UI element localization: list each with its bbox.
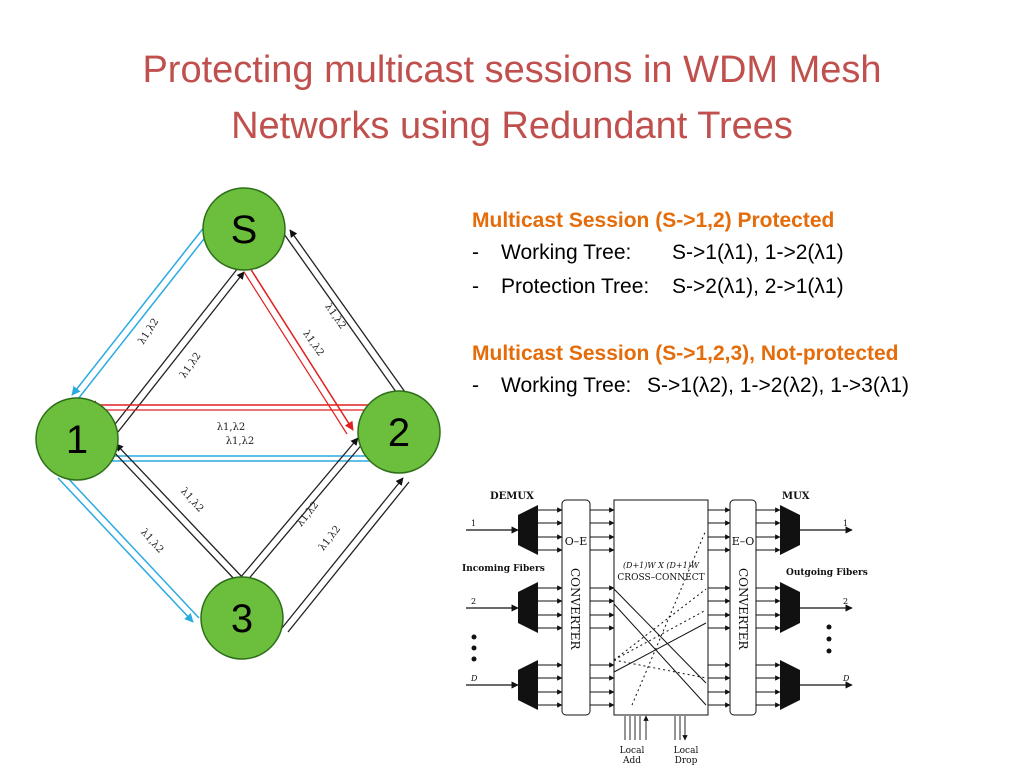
link-s-2-protection	[243, 267, 354, 435]
cross-connect-paths	[613, 529, 707, 706]
link-label-1-2-top: λ1,λ2	[217, 422, 246, 433]
node-3: 3	[200, 576, 284, 660]
out-port-d: D	[842, 674, 850, 683]
mux-block-1	[780, 505, 800, 555]
link-label-s-1-inner: λ1,λ2	[178, 351, 203, 381]
slide-title: Protecting multicast sessions in WDM Mes…	[0, 42, 1024, 154]
link-1-3-working	[57, 473, 200, 623]
oxc-diagram: DEMUX MUX Incoming Fibers Outgoing Fiber…	[462, 491, 868, 766]
oe-label: O–E	[565, 535, 588, 548]
cross-connect	[613, 499, 709, 716]
link-label-s-1-outer: λ1,λ2	[137, 317, 162, 347]
link-label-1-2-bottom: λ1,λ2	[226, 436, 255, 447]
eo-label: E–O	[732, 535, 755, 548]
session-1-working-tree: -Working Tree:S->1(λ1), 1->2(λ1)	[472, 236, 1012, 270]
demux-block-1	[518, 505, 538, 555]
demux-block-d	[518, 660, 538, 710]
local-drop-label-2: Drop	[675, 756, 698, 766]
link-label-1-3-outer: λ1,λ2	[138, 527, 165, 556]
title-line-2: Networks using Redundant Trees	[231, 105, 793, 147]
mux-block-2	[780, 582, 800, 633]
local-drop-label-1: Local	[674, 746, 699, 756]
session-notes: Multicast Session (S->1,2) Protected -Wo…	[472, 205, 1012, 403]
session-1-working-label: Working Tree:	[501, 241, 632, 264]
incoming-fibers-label: Incoming Fibers	[462, 564, 545, 574]
demux-label: DEMUX	[490, 491, 534, 502]
in-port-d: D	[470, 674, 478, 683]
session-2-working-tree: -Working Tree:S->1(λ2), 1->2(λ2), 1->3(λ…	[472, 369, 1012, 403]
local-drop-lines	[674, 716, 688, 741]
session-1-heading: Multicast Session (S->1,2) Protected	[472, 209, 835, 232]
link-s-1-fiber	[111, 267, 245, 433]
node-1-label: 1	[66, 418, 88, 462]
out-port-1: 1	[843, 519, 848, 528]
link-1-2-protection	[87, 400, 378, 414]
demux-block-2	[518, 582, 538, 633]
output-ellipsis	[826, 624, 832, 654]
session-2-working-label: Working Tree:	[501, 374, 632, 397]
cross-connect-label: CROSS–CONNECT	[617, 573, 704, 583]
mux-block-d	[780, 660, 800, 710]
session-2-heading: Multicast Session (S->1,2,3), Not-protec…	[472, 342, 899, 365]
link-s-1-working	[71, 225, 212, 400]
session-1-working-value: S->1(λ1), 1->2(λ1)	[672, 241, 844, 264]
local-add-label-2: Add	[622, 756, 641, 766]
local-add-label-1: Local	[620, 746, 645, 756]
node-2: 2	[357, 390, 441, 474]
link-label-3-2-inner: λ1,λ2	[295, 500, 321, 529]
link-1-3-fiber	[109, 443, 244, 583]
node-2-label: 2	[388, 411, 410, 455]
title-line-1: Protecting multicast sessions in WDM Mes…	[142, 49, 882, 91]
oe-converter	[561, 499, 591, 716]
link-3-2-fiber-outer	[281, 477, 410, 633]
link-label-3-2-outer: λ1,λ2	[317, 524, 343, 553]
session-1-protection-tree: -Protection Tree:S->2(λ1), 2->1(λ1)	[472, 270, 1012, 304]
outgoing-fibers-label: Outgoing Fibers	[786, 568, 868, 578]
in-port-2: 2	[471, 597, 476, 606]
out-port-2: 2	[843, 597, 848, 606]
in-port-1: 1	[471, 519, 476, 528]
session-1-protection-label: Protection Tree:	[501, 275, 650, 298]
node-3-label: 3	[231, 597, 253, 641]
session-2-working-value: S->1(λ2), 1->2(λ2), 1->3(λ1)	[647, 374, 910, 397]
eo-converter-label: CONVERTER	[736, 568, 750, 651]
link-label-1-3-inner: λ1,λ2	[178, 486, 205, 515]
local-add-lines	[624, 715, 649, 740]
node-1: 1	[35, 397, 119, 481]
link-s-2-fiber	[283, 229, 406, 397]
session-1-protection-value: S->2(λ1), 2->1(λ1)	[672, 275, 844, 298]
eo-converter	[729, 499, 757, 716]
node-s: S	[202, 187, 286, 271]
oe-converter-label: CONVERTER	[568, 568, 582, 651]
input-ellipsis	[471, 634, 477, 662]
node-s-label: S	[231, 208, 258, 252]
cross-connect-formula: (D+1)W X (D+1)W	[623, 561, 700, 570]
mux-label: MUX	[782, 491, 810, 502]
link-3-2-fiber-inner	[239, 437, 365, 583]
link-1-2-working	[98, 451, 384, 466]
